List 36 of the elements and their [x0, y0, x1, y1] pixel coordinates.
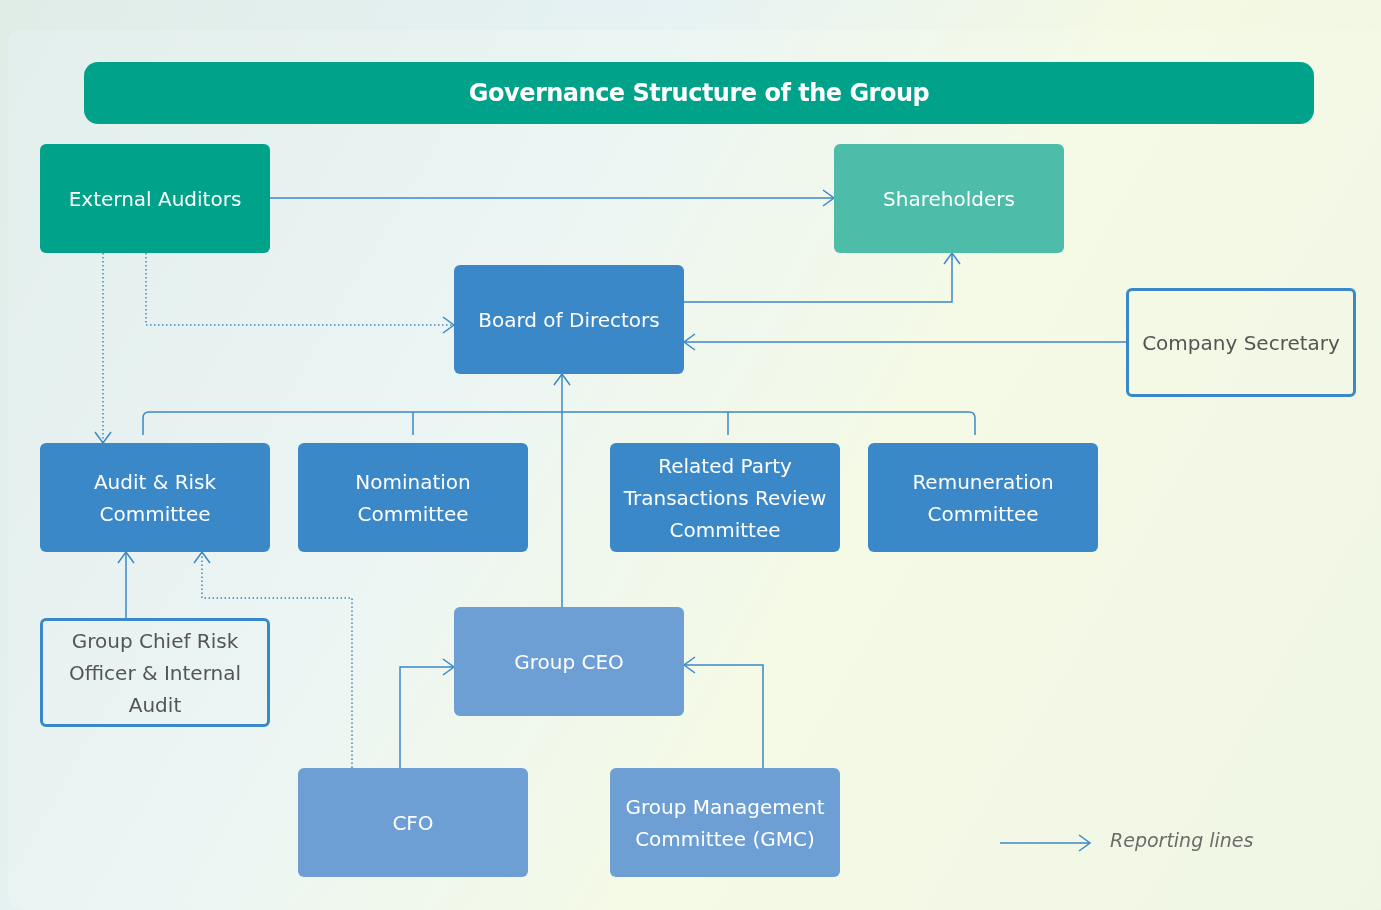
node-label: Shareholders	[883, 185, 1015, 213]
node-label: Nomination Committee	[354, 468, 472, 528]
node-label: Group Management Committee (GMC)	[624, 793, 826, 853]
arrow	[683, 656, 764, 769]
process-box	[868, 443, 1098, 552]
node-label: Group Chief Risk Officer & Internal Audit	[68, 627, 242, 719]
arrow	[553, 373, 571, 608]
process-box	[454, 607, 684, 716]
node-label: Board of Directors	[478, 306, 660, 334]
arrow	[399, 658, 455, 769]
node-label: Remuneration Committee	[911, 468, 1055, 528]
node-label: Group CEO	[514, 648, 624, 676]
process-box	[298, 768, 528, 877]
arrow	[683, 333, 1127, 351]
process-box	[454, 265, 684, 374]
process-box	[610, 768, 840, 877]
process-box	[40, 443, 270, 552]
node-label: Related Party Transactions Review Committee	[622, 452, 828, 544]
process-box	[610, 443, 840, 552]
outlined-box	[1126, 288, 1356, 397]
legend-label: Reporting lines	[1110, 829, 1254, 851]
arrow	[269, 189, 835, 207]
process-box	[298, 443, 528, 552]
title-banner: Governance Structure of the Group	[84, 62, 1314, 124]
arrow	[117, 551, 135, 619]
dotted-arrow	[94, 252, 112, 444]
process-box	[834, 144, 1064, 253]
node-label: CFO	[392, 809, 434, 837]
process-box	[40, 144, 270, 253]
outlined-box	[40, 618, 270, 727]
arrow	[683, 252, 961, 303]
node-label: Company Secretary	[1142, 329, 1340, 357]
dotted-arrow	[145, 252, 455, 334]
node-label: Audit & Risk Committee	[92, 468, 218, 528]
dotted-arrow	[193, 551, 353, 769]
node-label: External Auditors	[68, 185, 242, 213]
